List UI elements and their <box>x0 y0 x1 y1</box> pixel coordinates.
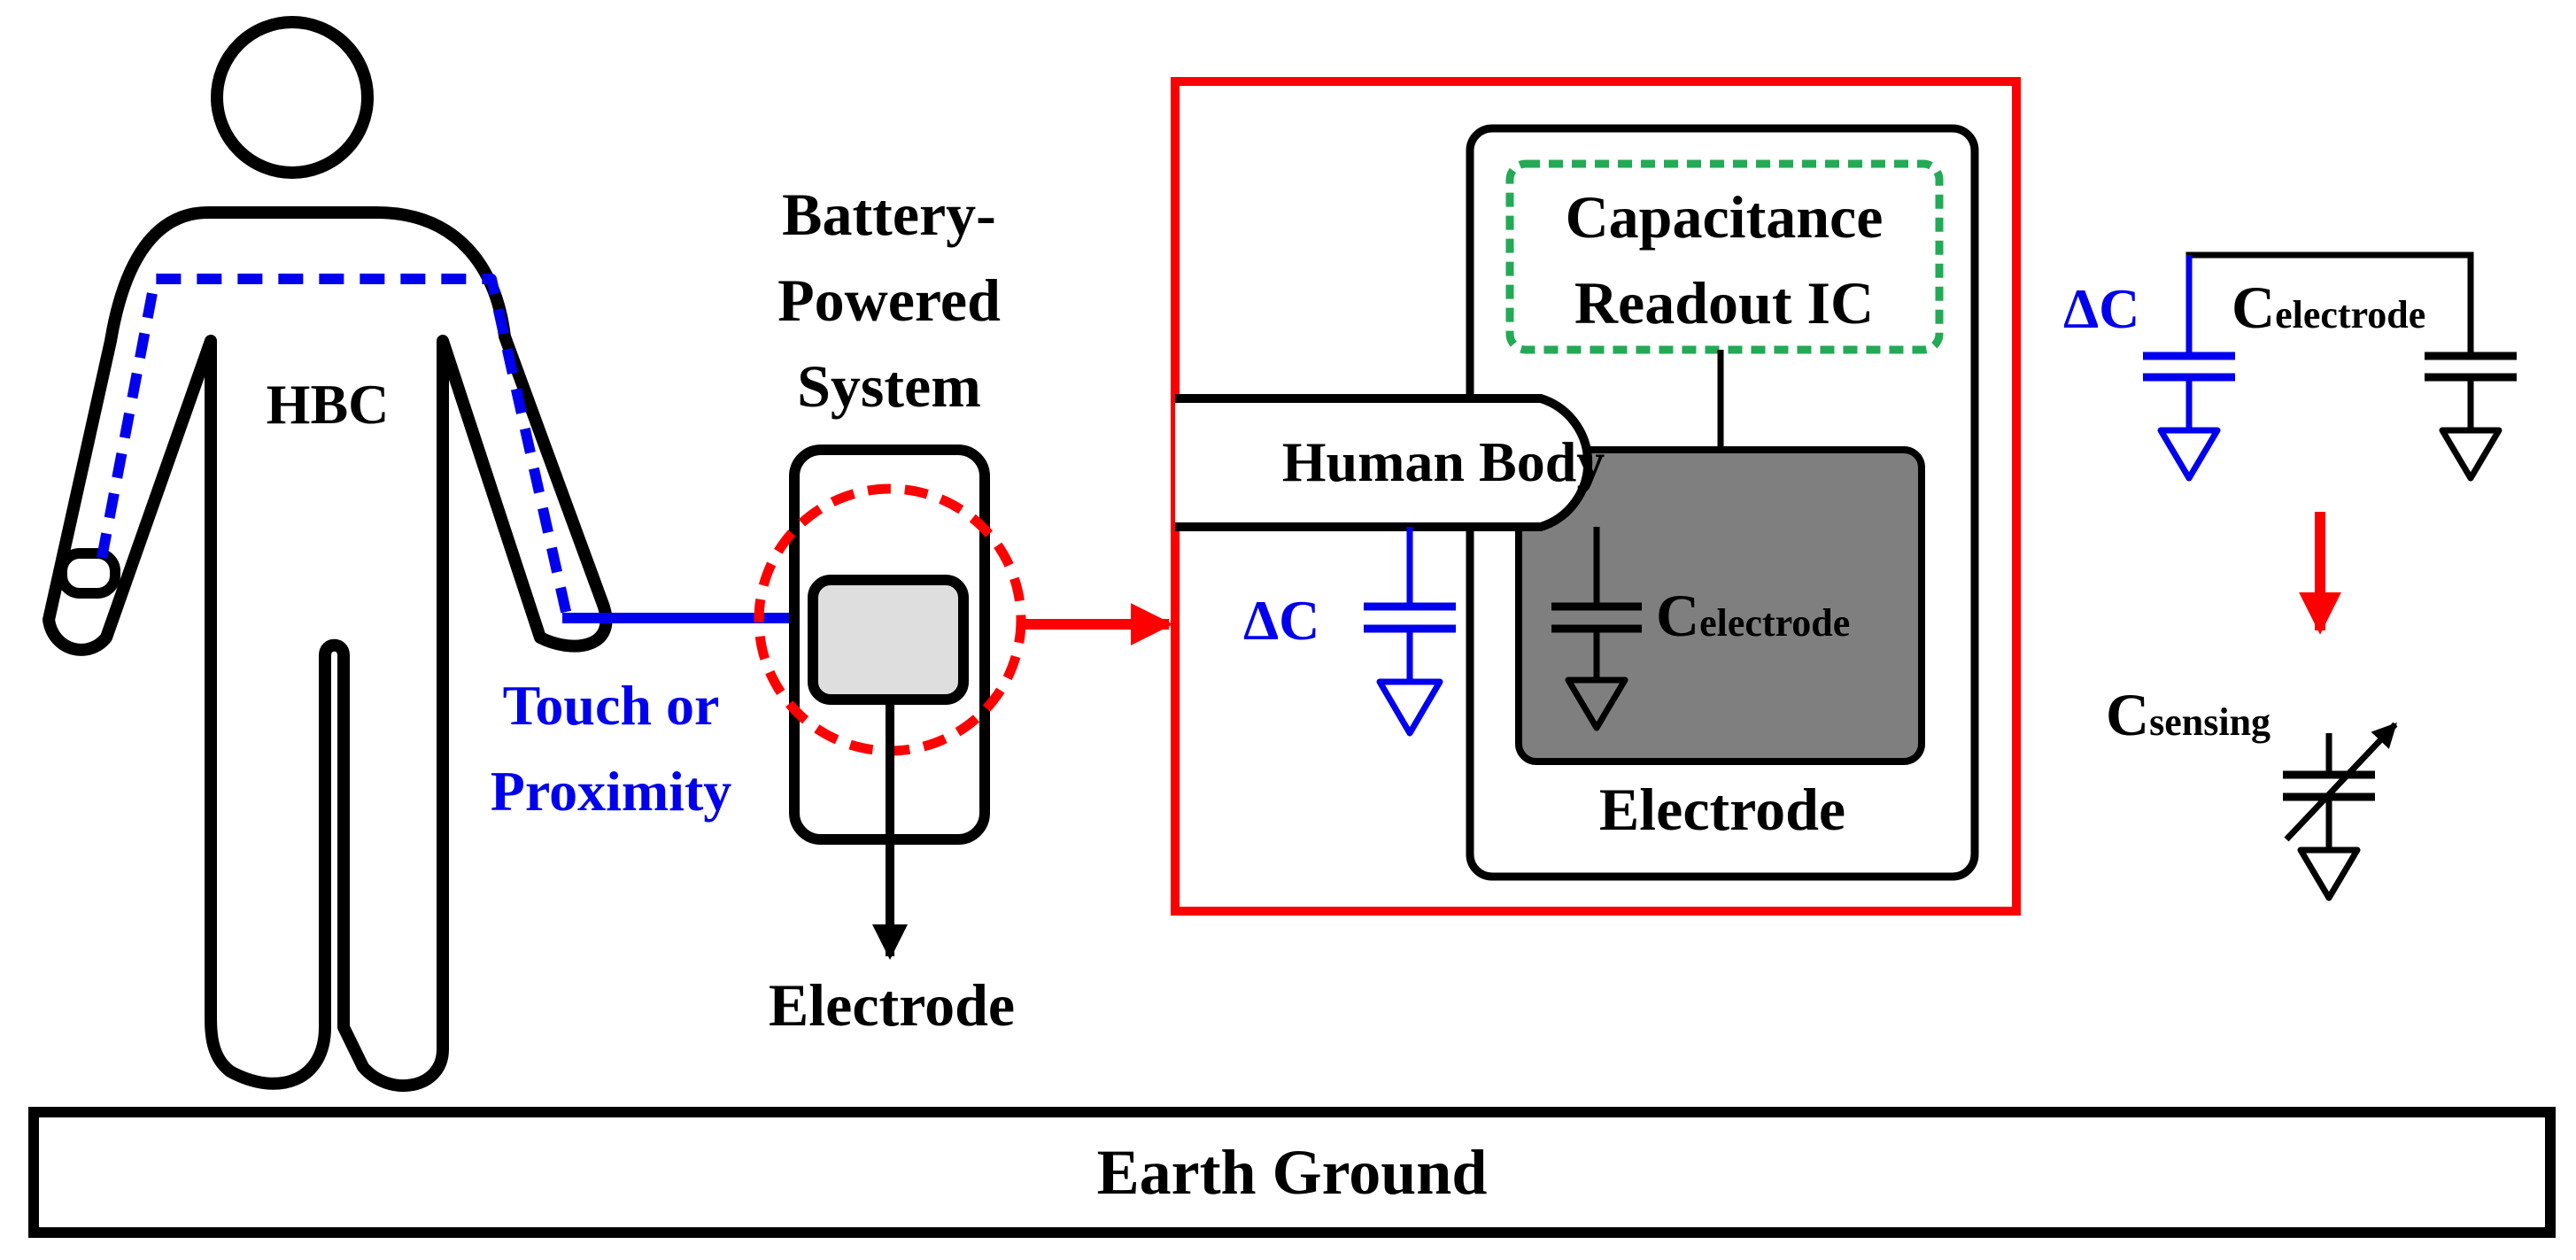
system-label-line2: Powered <box>777 267 1001 334</box>
inset-c-electrode-ground-icon <box>1565 676 1628 731</box>
human-body-probe <box>1175 394 1593 531</box>
touch-label-line1: Touch or <box>503 674 720 737</box>
inset-delta-c-label: ΔC <box>1243 589 1319 652</box>
equivalent-c-electrode-subscript: electrode <box>2275 293 2425 336</box>
zoom-inset: Capacitance Readout IC Human Body ΔC Cel… <box>1171 77 2021 916</box>
human-head <box>211 16 374 179</box>
hbc-path-dashed <box>97 274 572 617</box>
readout-ic-box <box>1505 159 1944 354</box>
inset-electrode-label: Electrode <box>1599 776 1845 843</box>
equivalent-delta-c-ground-icon <box>2157 427 2221 482</box>
battery-powered-system: Battery- Powered System Electrode <box>754 181 1026 1039</box>
earth-ground-bar <box>28 1107 2556 1238</box>
c-sensing-subscript: sensing <box>2149 700 2270 744</box>
system-label-line3: System <box>797 352 981 420</box>
inset-delta-c-capacitor <box>1364 527 1456 737</box>
inset-delta-c-ground-icon <box>1376 678 1443 737</box>
equivalent-delta-c-label: ΔC <box>2063 277 2139 340</box>
touch-label-line2: Proximity <box>491 760 732 823</box>
earth-ground-label: Earth Ground <box>1097 1137 1488 1208</box>
electrode-device-label: Electrode <box>769 971 1015 1039</box>
electrode-pad <box>808 575 969 705</box>
human-figure: HBC <box>43 16 613 1092</box>
sensing-variable-arrow <box>2284 722 2398 842</box>
inset-c-electrode-label: Celectrode <box>1656 582 1850 649</box>
readout-ic-label-line1: Capacitance <box>1566 183 1884 251</box>
inset-electrode-capacitor <box>1551 527 1642 731</box>
sensing-ground-icon <box>2297 846 2361 901</box>
c-sensing-main: C <box>2106 681 2149 748</box>
c-sensing-label: Csensing <box>2106 681 2270 748</box>
equivalent-c-electrode-ground-icon <box>2439 427 2503 482</box>
human-body-outline <box>43 206 613 1092</box>
human-body-label: Human Body <box>1282 430 1605 493</box>
inset-c-electrode-main: C <box>1656 582 1699 649</box>
readout-ic-label-line2: Readout IC <box>1574 269 1874 336</box>
equivalent-c-electrode-main: C <box>2232 274 2275 341</box>
equivalent-c-electrode-label: Celectrode <box>2232 274 2425 341</box>
equivalent-circuit: ΔC Celectrode Csensing <box>2063 251 2517 901</box>
wrist-band-icon <box>57 548 120 599</box>
inset-c-electrode-subscript: electrode <box>1699 601 1850 645</box>
hbc-label: HBC <box>267 373 390 436</box>
system-label-line1: Battery- <box>782 181 996 248</box>
